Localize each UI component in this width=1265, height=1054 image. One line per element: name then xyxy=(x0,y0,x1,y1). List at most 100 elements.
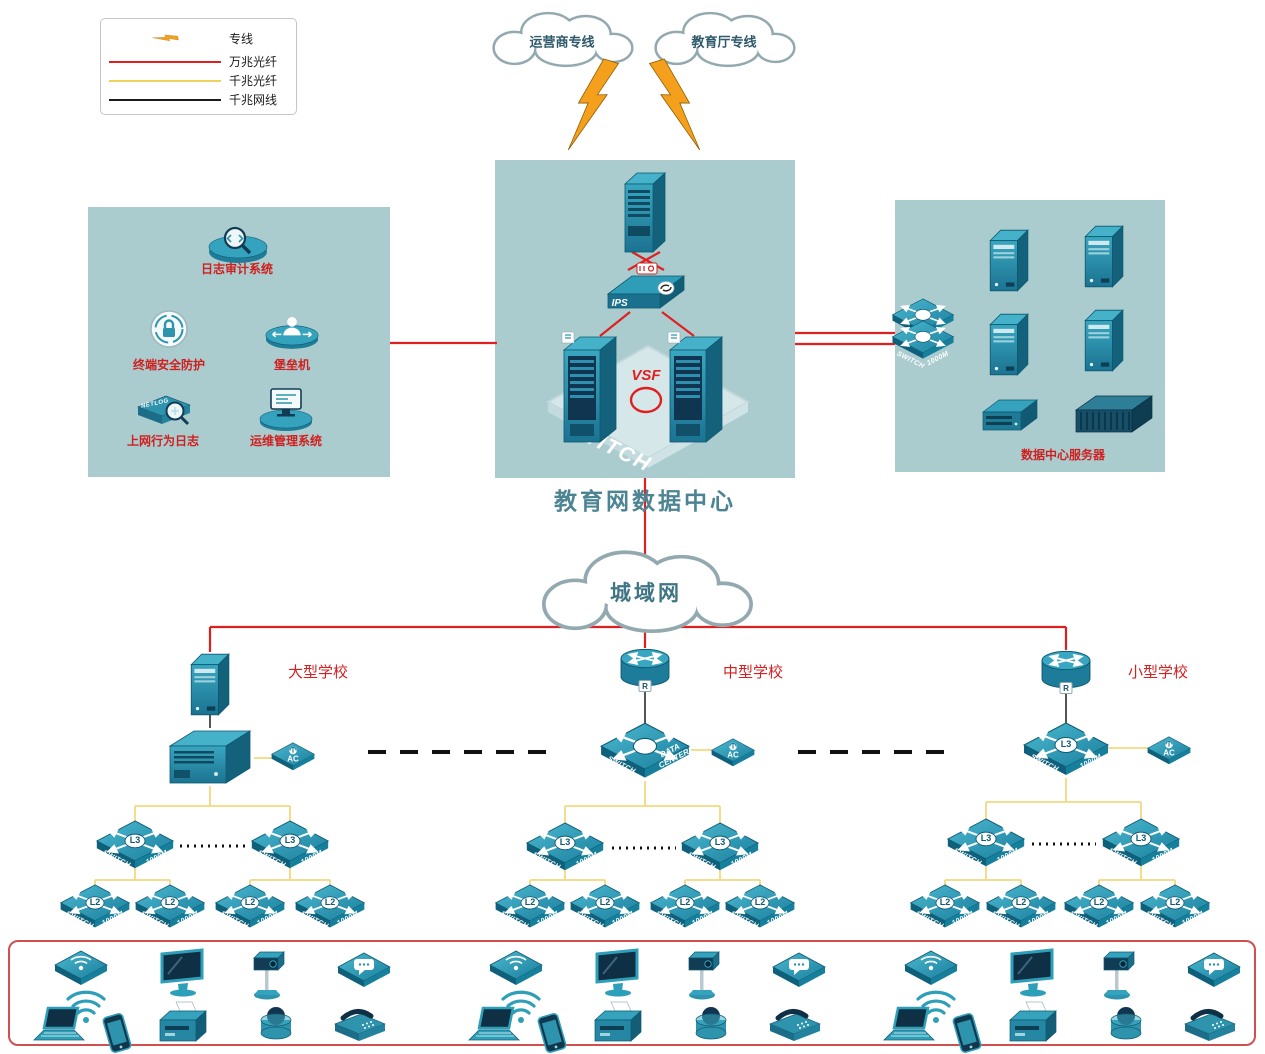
edu-cloud: 教育厅专线 xyxy=(645,6,803,75)
switch-tier-label: L3 xyxy=(559,837,571,848)
switch-tier-label: L2 xyxy=(164,897,176,908)
l2-access-switch: L2 SWITCH 1000M xyxy=(985,884,1057,930)
laptop-icon xyxy=(30,1006,88,1049)
telephone-icon xyxy=(766,1000,824,1049)
router-badge: R xyxy=(1059,681,1073,694)
small-school-core-switch: L3 SWITCH 1000M xyxy=(1022,721,1110,778)
rack-server-icon xyxy=(982,399,1038,431)
legend-row-1g-fiber: 千兆光纤 xyxy=(109,72,288,89)
server-zone-stacked-switch: SWITCH 1000M xyxy=(891,298,955,370)
datacenter-server xyxy=(985,310,1031,384)
printer-icon xyxy=(156,1000,210,1051)
laptop-icon xyxy=(880,1006,938,1049)
l2-access-switch: L2 SWITCH 1000M xyxy=(649,884,721,930)
switch-tier-label: L2 xyxy=(324,897,336,908)
vsf-core-switch-left xyxy=(556,330,624,453)
telephone-icon xyxy=(1181,1000,1239,1049)
legend-label: 专线 xyxy=(229,31,254,46)
endpoint-group xyxy=(878,942,1258,1054)
laptop-icon xyxy=(465,1006,523,1049)
legend-label: 万兆光纤 xyxy=(229,55,278,69)
l3-aggregation-switch: L3 SWITCH 1000M xyxy=(1101,817,1181,869)
switch-tier-label: L2 xyxy=(1093,897,1105,908)
legend-row-dedicated: 专线 xyxy=(109,25,288,51)
chat-terminal-icon xyxy=(336,952,392,999)
switch-tier-label: L2 xyxy=(1015,897,1027,908)
server-tower-icon xyxy=(989,229,1029,292)
smartphone-icon xyxy=(98,1012,136,1054)
medium-school-router: R xyxy=(618,646,672,697)
endpoint-group xyxy=(463,942,843,1054)
blade-chassis xyxy=(1074,388,1154,445)
switch-icon xyxy=(1022,721,1110,777)
server-tower-icon xyxy=(190,653,230,716)
server-tower-icon xyxy=(667,331,723,443)
l2-access-switch: L2 SWITCH 1000M xyxy=(214,884,286,930)
edu-cloud-label: 教育厅专线 xyxy=(691,34,757,49)
isp-cloud-label: 运营商专线 xyxy=(529,34,595,49)
log-audit-icon xyxy=(208,226,268,263)
bastion-host xyxy=(263,312,321,356)
l3-aggregation-switch: L3 SWITCH 1000M xyxy=(680,821,760,873)
netlog-icon xyxy=(137,395,191,426)
l2-access-switch: L2 SWITCH 1000M xyxy=(909,884,981,930)
switch-tier-label: L2 xyxy=(1169,897,1181,908)
large-school-core-gateway xyxy=(166,726,254,791)
medium-school-ac: AC xyxy=(710,738,756,767)
lightning-icon xyxy=(152,31,180,47)
l3-aggregation-switch: L3 SWITCH 1000M xyxy=(525,821,605,873)
l2-access-switch: L2 SWITCH 1000M xyxy=(134,884,206,930)
core-firewall xyxy=(619,168,671,261)
school-name-medium: 中型学校 xyxy=(723,664,784,681)
endpoint-group xyxy=(28,942,408,1054)
gateway-icon xyxy=(169,730,251,784)
printer-icon xyxy=(1006,1000,1060,1051)
ac-label: AC xyxy=(287,754,299,764)
terminal-security-system xyxy=(145,308,193,357)
switch-tier-label: L2 xyxy=(754,897,766,908)
switch-tier-label: L2 xyxy=(939,897,951,908)
switch-tier-label: L3 xyxy=(980,833,992,844)
shield-lock-icon xyxy=(150,310,188,348)
switch-icon xyxy=(946,817,1026,868)
firewall-icon xyxy=(624,172,666,253)
school-name-small: 小型学校 xyxy=(1128,664,1189,681)
large-school-server xyxy=(186,650,232,724)
l3-aggregation-switch: L3 SWITCH 1000M xyxy=(946,817,1026,869)
small-school-ac: AC xyxy=(1146,736,1192,765)
switch-tier-label: L2 xyxy=(524,897,536,908)
ptz-camera-icon xyxy=(685,946,729,1009)
server-tower-icon xyxy=(561,331,617,443)
blade-chassis-icon xyxy=(1075,395,1153,433)
l2-access-switch: L2 SWITCH 1000M xyxy=(294,884,366,930)
legend: 专线 万兆光纤 千兆光纤 千兆网线 xyxy=(100,18,297,115)
server-zone-label: 数据中心服务器 xyxy=(1020,448,1106,462)
security-item-label: 日志审计系统 xyxy=(200,262,274,276)
datacenter-server xyxy=(1080,306,1126,380)
legend-row-10g: 万兆光纤 xyxy=(109,53,288,70)
switch-tier-label: L2 xyxy=(89,897,101,908)
legend-label: 千兆网线 xyxy=(229,93,278,107)
dome-camera-icon xyxy=(254,1004,298,1049)
man-cloud: 城域网 xyxy=(528,542,764,642)
server-tower-icon xyxy=(989,313,1029,376)
vsf-core-switch-right xyxy=(662,330,730,453)
security-item-label: 运维管理系统 xyxy=(249,434,323,448)
desktop-monitor-icon xyxy=(591,948,645,1003)
switch-tier-label: L2 xyxy=(679,897,691,908)
chat-terminal-icon xyxy=(1186,952,1242,999)
ops-monitor-icon xyxy=(259,388,313,431)
rack-server xyxy=(981,392,1041,441)
chat-terminal-icon xyxy=(771,952,827,999)
small-school-router: R xyxy=(1039,648,1093,699)
switch-icon xyxy=(95,819,175,870)
legend-row-1g-copper: 千兆网线 xyxy=(109,91,288,108)
printer-icon xyxy=(591,1000,645,1051)
l3-aggregation-switch: L3 SWITCH 1000M xyxy=(250,819,330,871)
security-item-label: 终端安全防护 xyxy=(132,358,206,372)
ac-label: AC xyxy=(727,750,739,760)
l2-access-switch: L2 SWITCH 1000M xyxy=(1063,884,1135,930)
smartphone-icon xyxy=(948,1012,986,1054)
datacenter-title: 教育网数据中心 xyxy=(554,489,736,514)
